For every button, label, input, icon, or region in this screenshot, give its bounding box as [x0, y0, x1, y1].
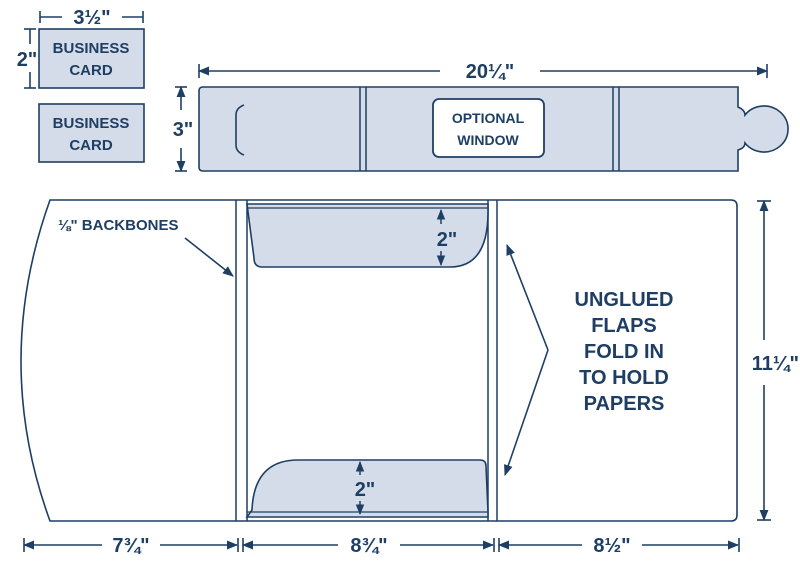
folder-height-label: 11¼"	[752, 353, 799, 375]
business-card-2-line-2: CARD	[69, 137, 112, 154]
flaps-note-line-5: PAPERS	[584, 393, 665, 415]
strip-height-dimension	[175, 85, 187, 173]
bottom-pocket	[245, 459, 489, 518]
backbones-arrow	[184, 237, 234, 277]
business-card-2-line-1: BUSINESS	[53, 115, 130, 132]
optional-window	[432, 98, 545, 158]
strip-height-label: 3"	[173, 119, 194, 141]
left-width-dimension	[22, 538, 239, 552]
window-line-1: OPTIONAL	[452, 110, 525, 126]
folder-outline	[20, 199, 738, 522]
center-width-label: 8¾"	[350, 535, 387, 557]
top-pocket	[246, 203, 489, 268]
strip-fold-lines	[359, 87, 620, 171]
backbones	[235, 200, 498, 521]
flaps-note: UNGLUED FLAPS FOLD IN TO HOLD PAPERS	[575, 289, 674, 415]
strip-width-label: 20¼"	[466, 61, 514, 83]
card-height-dimension	[24, 28, 36, 89]
top-pocket-label: 2"	[437, 229, 458, 251]
center-width-dimension	[241, 538, 495, 552]
flaps-arrows	[504, 243, 549, 477]
strip-card-slot	[235, 104, 245, 156]
folder-height-dimension	[757, 199, 771, 522]
flaps-note-line-2: FLAPS	[591, 315, 657, 337]
flaps-note-line-1: UNGLUED	[575, 289, 674, 311]
flaps-note-line-3: FOLD IN	[584, 341, 664, 363]
card-height-label: 2"	[17, 49, 38, 71]
strip-width-dimension	[197, 64, 769, 78]
window-line-2: WINDOW	[457, 132, 519, 148]
right-width-dimension	[497, 538, 740, 552]
business-card-1-line-2: CARD	[69, 62, 112, 79]
right-width-label: 8½"	[593, 535, 630, 557]
card-width-label: 3½"	[73, 7, 110, 29]
business-card-1-line-1: BUSINESS	[53, 40, 130, 57]
flaps-note-line-4: TO HOLD	[579, 367, 669, 389]
business-card-2	[38, 103, 145, 163]
business-card-1	[38, 28, 145, 89]
left-width-label: 7¾"	[112, 535, 149, 557]
backbones-label: ⅛" BACKBONES	[58, 217, 178, 234]
card-width-dimension	[39, 11, 144, 23]
bottom-pocket-label: 2"	[355, 479, 376, 501]
